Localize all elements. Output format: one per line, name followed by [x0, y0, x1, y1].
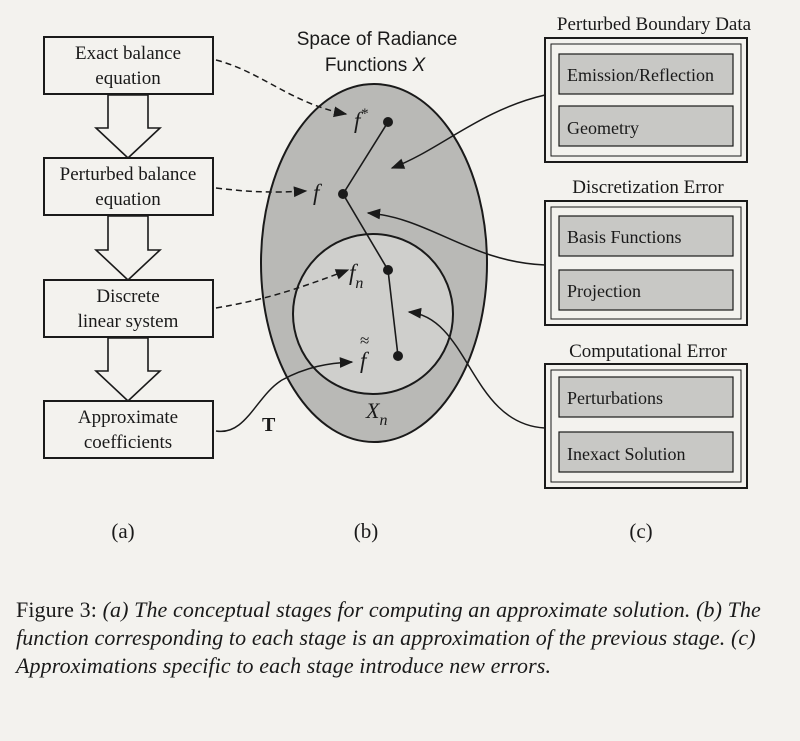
error-item-label: Inexact Solution [567, 444, 685, 464]
error-item-box [558, 376, 734, 418]
label-f-tilde: f [360, 348, 370, 373]
point-f-star [383, 117, 393, 127]
error-item-label: Emission/Reflection [567, 65, 714, 85]
radiance-approximation-diagram: Exact balance equation Perturbed balance… [43, 14, 752, 543]
stage-label-line1: Discrete [96, 286, 159, 307]
connector-perturbed-to-f [215, 186, 308, 198]
stage-label-line1: Exact balance [75, 43, 181, 64]
error-item-box [558, 269, 734, 311]
subspace-circle [292, 233, 454, 395]
panel-label-a: (a) [111, 519, 134, 543]
point-f [338, 189, 348, 199]
stage-label-line2: linear system [78, 311, 179, 332]
error-item-label: Basis Functions [567, 227, 682, 247]
label-f: f [313, 180, 323, 205]
point-f-tilde [393, 351, 403, 361]
connector-exact-to-f-star [215, 59, 348, 118]
error-item-label: Geometry [567, 118, 639, 138]
caption-lead: Figure 3: [16, 597, 97, 622]
space-title-line1: Space of Radiance [297, 29, 458, 50]
error-group-title: Discretization Error [572, 177, 724, 198]
error-arrow-boundary [390, 94, 546, 169]
error-item-box [558, 431, 734, 473]
space-panel: Space of Radiance Functions X f* f fn ≈ … [260, 29, 488, 443]
error-item-box [558, 215, 734, 257]
error-item-box [558, 53, 734, 95]
connector-coefficients-to-f-tilde [215, 357, 354, 433]
stage-box-perturbed-balance: Perturbed balance equation [43, 157, 214, 216]
stages-column: Exact balance equation Perturbed balance… [43, 36, 214, 459]
panel-label-c: (c) [629, 519, 652, 543]
error-panel: Perturbed Boundary Data Emission/Reflect… [366, 14, 752, 489]
stage-label-line2: equation [95, 68, 161, 89]
label-f-star: f* [354, 106, 368, 133]
error-group-title: Perturbed Boundary Data [557, 14, 752, 35]
stage-box-discrete-system: Discrete linear system [43, 279, 214, 338]
label-subspace: Xn [365, 398, 387, 429]
error-arrow-discretization [366, 208, 546, 266]
space-title-line2: Functions X [325, 55, 427, 76]
error-arrow-computational [407, 307, 546, 429]
stage-arrow-2 [93, 215, 163, 282]
figure-caption: Figure 3: (a) The conceptual stages for … [16, 596, 788, 680]
error-group-title: Computational Error [569, 341, 727, 362]
stage-box-approximate-coefficients: Approximate coefficients [43, 400, 214, 459]
error-group-boundary-data: Perturbed Boundary Data Emission/Reflect… [544, 14, 752, 163]
label-f-tilde-accent: ≈ [360, 331, 369, 350]
error-item-label: Projection [567, 281, 641, 301]
stage-label-line2: equation [95, 189, 161, 210]
error-group-computational: Computational Error Perturbations Inexac… [544, 341, 748, 489]
transform-label: T [262, 414, 276, 436]
error-item-box [558, 105, 734, 147]
stage-label-line2: coefficients [84, 432, 172, 453]
panel-label-b: (b) [354, 519, 379, 543]
stage-arrow-3 [93, 337, 163, 403]
error-item-label: Perturbations [567, 388, 663, 408]
caption-text: (a) The conceptual stages for computing … [16, 597, 761, 678]
connector-discrete-to-f-n [215, 269, 350, 309]
point-f-n [383, 265, 393, 275]
stage-box-exact-balance: Exact balance equation [43, 36, 214, 95]
approximation-path [342, 121, 399, 357]
error-group-discretization: Discretization Error Basis Functions Pro… [544, 177, 748, 326]
stage-label-line1: Approximate [78, 407, 178, 428]
label-f-n: fn [349, 260, 363, 292]
stage-arrow-1 [93, 94, 163, 160]
stage-label-line1: Perturbed balance [60, 164, 197, 185]
